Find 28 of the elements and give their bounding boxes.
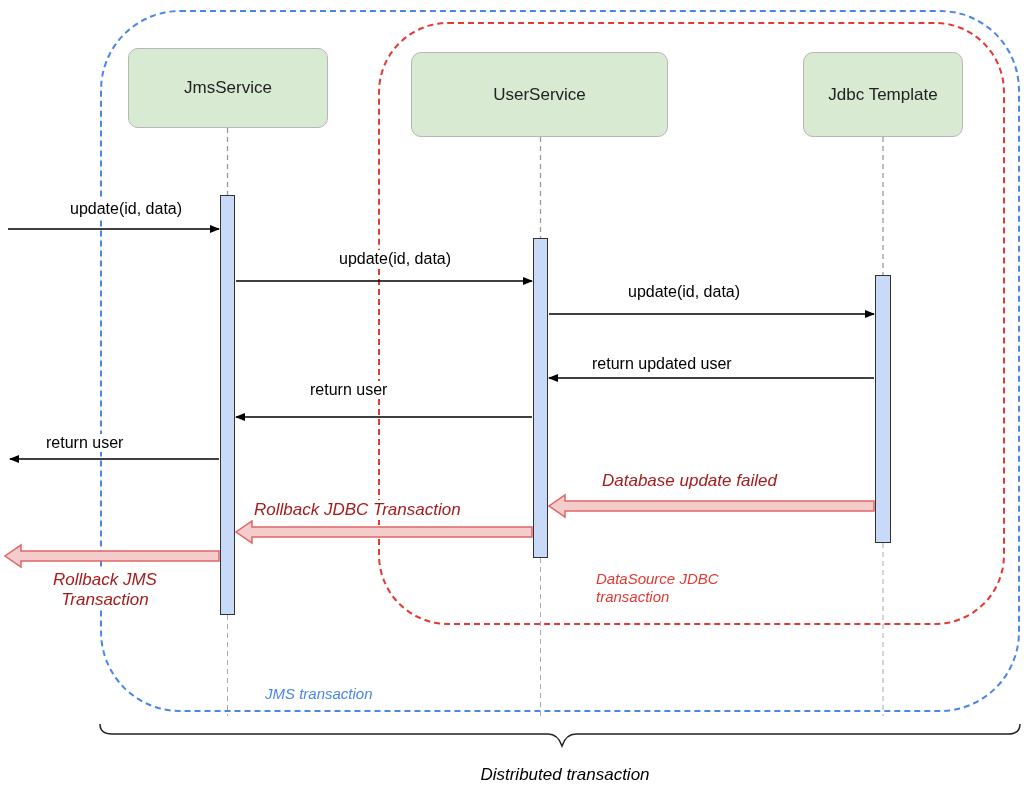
- lifeline: [539, 136, 542, 239]
- message-arrow: [548, 310, 875, 318]
- message-label: update(id, data): [68, 200, 185, 219]
- message-arrow: [9, 455, 220, 463]
- lifeline-header: UserService: [411, 52, 668, 137]
- lifeline-header: Jdbc Template: [803, 52, 963, 137]
- message-arrow: [548, 374, 875, 382]
- lifeline-header: JmsService: [128, 48, 328, 128]
- message-label: Rollback JDBC Transaction: [252, 500, 463, 520]
- activation-bar: [875, 275, 891, 543]
- message-arrow: [235, 277, 533, 285]
- block-arrow: [3, 543, 220, 569]
- message-arrow: [235, 413, 533, 421]
- message-arrow: [7, 225, 220, 233]
- activation-bar: [533, 238, 548, 558]
- activation-bar: [220, 195, 235, 615]
- brace-label: Distributed transaction: [479, 765, 651, 785]
- block-arrow: [547, 493, 875, 519]
- boundary-label: JMS transaction: [265, 685, 374, 703]
- message-label: Database update failed: [600, 471, 779, 491]
- block-arrow: [234, 519, 533, 545]
- lifeline: [226, 127, 229, 196]
- message-label: update(id, data): [626, 283, 743, 302]
- boundary-label: DataSource JDBC transaction: [596, 570, 720, 606]
- lifeline: [882, 136, 884, 276]
- message-label: return updated user: [590, 355, 734, 374]
- message-label: return user: [44, 434, 126, 453]
- message-label: update(id, data): [337, 250, 454, 269]
